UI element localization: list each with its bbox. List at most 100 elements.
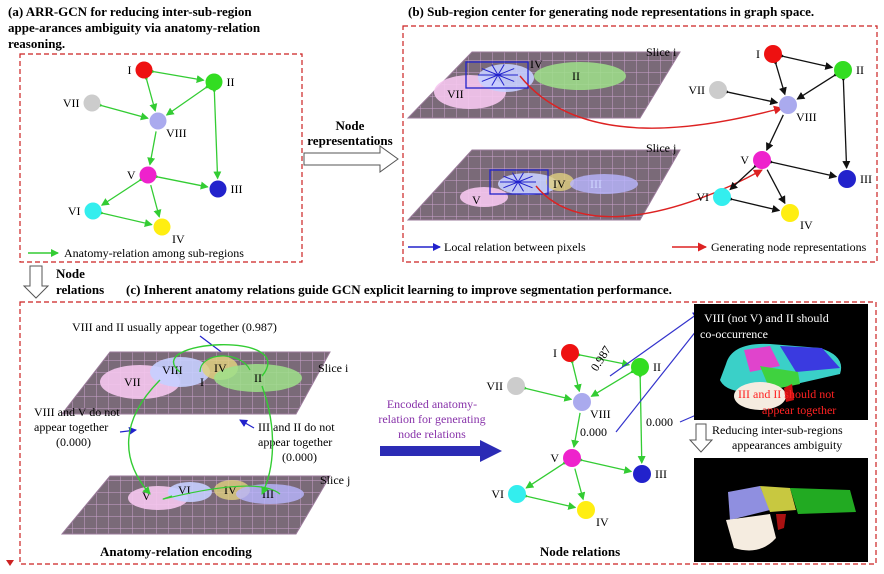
node-viii-c [573, 393, 591, 411]
edge-i-ii [776, 50, 834, 70]
edge-ii-iii [210, 85, 222, 180]
edge-viii-v [147, 131, 157, 166]
loop-viii-ii [172, 344, 269, 377]
local-relation-ray [517, 181, 533, 189]
local-relation-ray [512, 181, 519, 192]
encoded-line-2: relation for generating [378, 412, 485, 426]
hollow-arrow-down [22, 265, 50, 299]
panel-b-box [402, 25, 878, 263]
edge-viii-v [766, 114, 784, 151]
node-ii-a [205, 73, 223, 91]
node-label-iv-b: IV [800, 218, 813, 232]
node-label-iii-b: III [860, 172, 872, 186]
edge-v-iii [575, 454, 633, 474]
node-vii-c [507, 377, 525, 395]
node-ii-c [631, 358, 649, 376]
legend-a-text: Anatomy-relation among sub-regions [64, 246, 244, 260]
legend-b-local-text: Local relation between pixels [444, 240, 586, 254]
edge-ii-viii [165, 80, 214, 116]
box1-line-2: co-occurrence [700, 327, 768, 341]
node-iv-a [153, 218, 171, 236]
panel-a-title-line-3: reasoning. [8, 36, 65, 51]
viii-v-pointer [119, 426, 137, 435]
node-relations-arrow: Node relations [22, 265, 104, 299]
node-repr-line-1: Node [336, 118, 365, 133]
slice-j-c-label: Slice j [320, 473, 350, 487]
node-i-a [135, 61, 153, 79]
hollow-arrow-right [303, 145, 399, 173]
slice-i-b-vii: VII [447, 87, 464, 101]
slice-j-b-iii: III [590, 177, 602, 191]
loop-inner [199, 355, 251, 373]
node-v-b [753, 151, 771, 169]
panel-b: (b) Sub-region center for generating nod… [402, 4, 878, 263]
edge-v-iii [765, 156, 838, 179]
node-relations-caption: Node relations [540, 544, 620, 559]
corner-marker [6, 560, 14, 566]
panel-a-title-line-2: appe-arances ambiguity via anatomy-relat… [8, 20, 261, 35]
edge-i-ii [573, 349, 631, 368]
node-label-v-c: V [550, 451, 559, 465]
local-relation-ray [497, 74, 505, 86]
viii-ii-text: VIII and II usually appear together (0.9… [72, 320, 277, 334]
edge-vi-iv [519, 491, 577, 510]
slice-i-c-label: Slice i [318, 361, 349, 375]
local-relation-ray [497, 68, 515, 76]
node-label-i-b: I [756, 47, 760, 61]
node-iii-c [633, 465, 651, 483]
node-iv-b [781, 204, 799, 222]
panel-a-box [19, 53, 303, 263]
encoded-arrow [380, 440, 502, 462]
edge-i-viii [770, 56, 787, 96]
pointer-0000a [615, 315, 709, 433]
slice-j-b-label: Slice j [646, 141, 676, 155]
iii-ii-line-1: III and II do not [258, 420, 335, 434]
node-label-ii-c: II [653, 360, 661, 374]
node-vii-b [709, 81, 727, 99]
slice-j-c-iv: IV [224, 483, 237, 497]
node-iii-a [209, 180, 227, 198]
pointer-0987 [609, 311, 701, 377]
local-relation-ray [497, 64, 505, 76]
slice-j-b-v: V [472, 193, 481, 207]
node-i-c [561, 344, 579, 362]
reducing-line-2: appearances ambiguity [732, 438, 842, 452]
slice-j-c: V VI IV III Slice j [60, 473, 350, 535]
val-0987: 0.987 [588, 343, 614, 373]
slice-i-c-vii: VII [124, 375, 141, 389]
node-label-ii-b: II [856, 63, 864, 77]
node-repr-line-2: representations [307, 133, 392, 148]
val-0000b: 0.000 [646, 415, 673, 429]
box1-red-line-2: appear together [762, 403, 836, 417]
edge-vi-iv [95, 207, 153, 227]
slice-j-b: V IV III Slice j [406, 141, 681, 221]
edge-v-iv [574, 468, 586, 501]
iii-ii-pointer [239, 419, 255, 429]
edge-ii-iii [636, 370, 646, 465]
node-label-v-b: V [740, 153, 749, 167]
local-relation-ray [503, 181, 519, 189]
edge-v-iv [150, 184, 162, 218]
encoding-caption: Anatomy-relation encoding [100, 544, 252, 559]
node-iii-b [838, 170, 856, 188]
slice-i-c: VII VIII I IV II Slice i [60, 344, 349, 415]
val-0000a: 0.000 [580, 425, 607, 439]
edge-viii-v [571, 412, 581, 449]
local-relation-ray [517, 172, 524, 183]
node-label-ii-a: II [227, 75, 235, 89]
node-label-vii-a: VII [63, 96, 80, 110]
node-i-b [764, 45, 782, 63]
node-vii-a [83, 94, 101, 112]
slice-i-b-iv: IV [530, 57, 543, 71]
local-relation-ray [497, 74, 515, 82]
local-relation-ray [503, 175, 519, 183]
viii-v-line-2: appear together [34, 420, 108, 434]
encoded-line-1: Encoded anatomy- [387, 397, 477, 411]
node-iv-c [577, 501, 595, 519]
node-vi-a [84, 202, 102, 220]
edge-ii-viii [590, 365, 639, 397]
node-label-viii-a: VIII [166, 126, 187, 140]
